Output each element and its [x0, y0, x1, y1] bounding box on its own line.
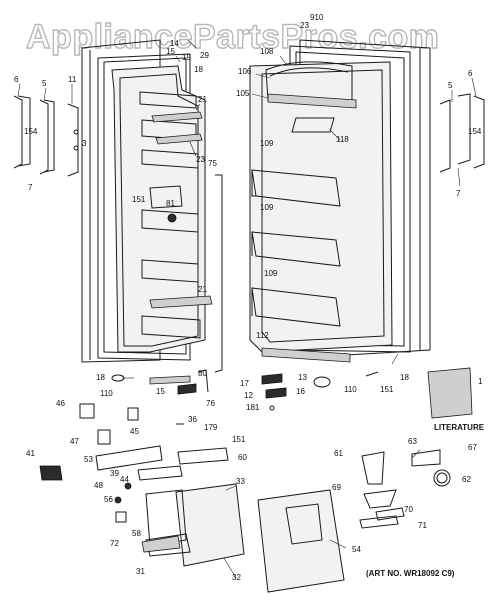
label-13: 13	[298, 373, 307, 382]
label-62: 62	[462, 475, 471, 484]
label-19: 19	[182, 53, 191, 62]
label-109-bottom: 109	[264, 269, 278, 278]
label-46: 46	[56, 399, 65, 408]
label-33: 33	[236, 477, 245, 486]
label-6-left: 6	[14, 75, 19, 84]
label-72: 72	[110, 539, 119, 548]
label-71: 71	[418, 521, 427, 530]
label-81: 81	[166, 199, 175, 208]
label-105: 105	[236, 89, 250, 98]
label-106: 106	[238, 67, 252, 76]
label-54: 54	[352, 545, 361, 554]
freezer-door-assembly	[81, 39, 213, 363]
label-69: 69	[332, 483, 341, 492]
label-23-lower: 23	[196, 155, 205, 164]
label-108: 108	[260, 47, 274, 56]
fresh-food-door-assembly	[249, 39, 431, 363]
label-154-right: 154	[468, 127, 482, 136]
label-58: 58	[132, 529, 141, 538]
label-3: 3	[82, 139, 87, 148]
label-179: 179	[204, 423, 218, 432]
label-63: 63	[408, 437, 417, 446]
label-15-top: 15	[166, 47, 175, 56]
label-18-right-bottom: 18	[400, 373, 409, 382]
label-75: 75	[208, 159, 217, 168]
label-32: 32	[232, 573, 241, 582]
label-29: 29	[200, 51, 209, 60]
label-1: 1	[478, 377, 483, 386]
label-67: 67	[468, 443, 477, 452]
label-7-right: 7	[456, 189, 461, 198]
right-handle-set	[439, 93, 485, 173]
label-70: 70	[404, 505, 413, 514]
label-44: 44	[120, 475, 129, 484]
literature-pack: LITERATURE	[427, 367, 485, 432]
label-112: 112	[256, 331, 269, 340]
part-labels: 910 23 14 29 19 15 18 6 5 11 154 3 7 21 …	[14, 13, 483, 582]
label-61: 61	[334, 449, 343, 458]
label-18-top: 18	[194, 65, 203, 74]
label-151-lower: 151	[232, 435, 246, 444]
label-45: 45	[130, 427, 139, 436]
label-18-left-bottom: 18	[96, 373, 105, 382]
label-36: 36	[188, 415, 197, 424]
label-118: 118	[336, 135, 349, 144]
watermark: AppliancePartsPros.com	[26, 18, 439, 56]
label-60: 60	[238, 453, 247, 462]
label-48: 48	[94, 481, 103, 490]
leader-lines	[17, 39, 477, 579]
label-110-right: 110	[344, 385, 357, 394]
label-5-left: 5	[42, 79, 47, 88]
label-21-lower: 21	[198, 285, 207, 294]
label-17: 17	[240, 379, 249, 388]
label-76: 76	[206, 399, 215, 408]
label-110-left: 110	[100, 389, 113, 398]
label-5-right: 5	[448, 81, 453, 90]
tube-75	[214, 174, 223, 373]
label-31: 31	[136, 567, 145, 576]
label-39: 39	[110, 469, 119, 478]
label-11: 11	[68, 75, 77, 84]
label-21-upper: 21	[198, 95, 207, 104]
label-181: 181	[246, 403, 260, 412]
label-47: 47	[70, 437, 79, 446]
label-109-mid: 109	[260, 203, 274, 212]
art-number: (ART NO. WR18092 C9)	[366, 569, 455, 578]
label-53: 53	[84, 455, 93, 464]
label-14: 14	[170, 39, 179, 48]
label-151-door: 151	[132, 195, 146, 204]
label-41: 41	[26, 449, 35, 458]
label-80: 80	[198, 369, 207, 378]
small-parts	[39, 369, 451, 593]
literature-label: LITERATURE	[434, 423, 485, 432]
label-15-bottom: 15	[156, 387, 165, 396]
label-910: 910	[310, 13, 324, 22]
label-12: 12	[244, 391, 253, 400]
label-7-left: 7	[28, 183, 33, 192]
label-154-left: 154	[24, 127, 38, 136]
label-6-right: 6	[468, 69, 473, 78]
label-56: 56	[104, 495, 113, 504]
label-16: 16	[296, 387, 305, 396]
label-151-right: 151	[380, 385, 394, 394]
left-handle-set	[13, 95, 79, 177]
label-23: 23	[300, 21, 309, 30]
label-109-top: 109	[260, 139, 274, 148]
